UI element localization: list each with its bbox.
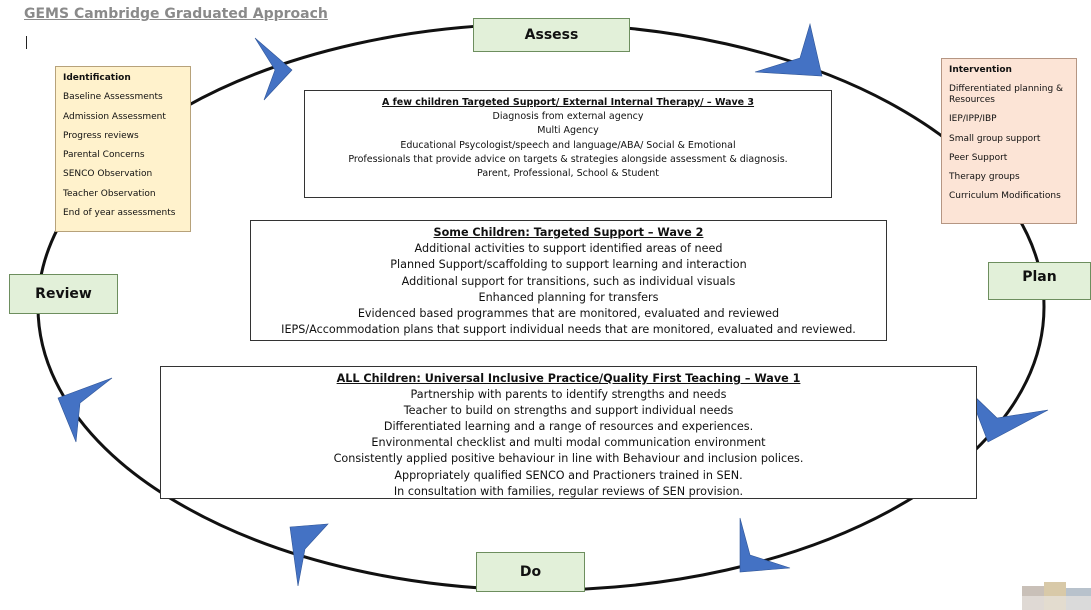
wave2-line: Evidenced based programmes that are moni… xyxy=(357,307,780,321)
stage-assess: Assess xyxy=(473,18,630,52)
wave3-line: Diagnosis from external agency xyxy=(492,111,644,123)
identification-box: Identification Baseline Assessments Admi… xyxy=(55,66,191,232)
arrow-right-icon xyxy=(967,389,1049,443)
wave2-line: Additional support for transitions, such… xyxy=(401,274,736,288)
intervention-box: Intervention Differentiated planning & R… xyxy=(941,58,1077,224)
identification-item: Baseline Assessments xyxy=(63,92,163,103)
identification-item: SENCO Observation xyxy=(63,169,153,180)
wave2-line: Planned Support/scaffolding to support l… xyxy=(390,258,747,272)
arrow-top-right-icon xyxy=(754,22,823,77)
text-cursor xyxy=(26,36,27,49)
intervention-item: Small group support xyxy=(949,133,1041,144)
wave1-line: Consistently applied positive behaviour … xyxy=(333,452,804,466)
wave1-line: Environmental checklist and multi modal … xyxy=(371,436,766,450)
identification-item: Teacher Observation xyxy=(63,188,156,199)
wave2-box: Some Children: Targeted Support – Wave 2… xyxy=(250,220,887,341)
wave1-line: Partnership with parents to identify str… xyxy=(410,388,727,402)
wave1-line: Appropriately qualified SENCO and Practi… xyxy=(394,468,743,482)
stage-do: Do xyxy=(476,552,585,592)
stage-review: Review xyxy=(9,274,118,314)
arrow-top-left-icon xyxy=(254,37,293,101)
arrow-left-icon xyxy=(57,377,113,443)
wave3-heading: A few children Targeted Support/ Externa… xyxy=(381,97,755,108)
wave3-line: Educational Psycologist/speech and langu… xyxy=(400,139,736,151)
intervention-item: Peer Support xyxy=(949,152,1008,163)
intervention-item: Therapy groups xyxy=(949,172,1020,183)
cambridge-logo-watermark xyxy=(1022,582,1091,610)
wave2-line: Enhanced planning for transfers xyxy=(478,290,659,304)
intervention-item: Differentiated planning & Resources xyxy=(949,84,1064,106)
identification-item: Parental Concerns xyxy=(63,150,145,161)
identification-item: End of year assessments xyxy=(63,208,176,219)
arrow-bottom-left-icon xyxy=(289,523,329,587)
stage-plan: Plan xyxy=(988,262,1091,300)
arrow-bottom-right-icon xyxy=(739,517,791,573)
identification-item: Admission Assessment xyxy=(63,111,166,122)
intervention-item: Curriculum Modifications xyxy=(949,191,1061,202)
wave1-box: ALL Children: Universal Inclusive Practi… xyxy=(160,366,977,499)
wave2-line: IEPS/Accommodation plans that support in… xyxy=(281,323,856,337)
wave3-line: Parent, Professional, School & Student xyxy=(477,168,659,180)
wave1-line: Teacher to build on strengths and suppor… xyxy=(403,404,734,418)
wave3-line: Professionals that provide advice on tar… xyxy=(348,153,788,165)
identification-heading: Identification xyxy=(63,73,131,83)
identification-item: Progress reviews xyxy=(63,130,139,141)
intervention-heading: Intervention xyxy=(949,65,1012,75)
wave2-line: Additional activities to support identif… xyxy=(414,242,723,256)
wave3-box: A few children Targeted Support/ Externa… xyxy=(304,90,832,198)
wave1-line: Differentiated learning and a range of r… xyxy=(383,420,754,434)
page-title: GEMS Cambridge Graduated Approach xyxy=(24,6,328,22)
wave1-line: In consultation with families, regular r… xyxy=(393,484,744,498)
wave1-heading: ALL Children: Universal Inclusive Practi… xyxy=(336,372,801,385)
wave3-line: Multi Agency xyxy=(537,125,599,137)
intervention-item: IEP/IPP/IBP xyxy=(949,114,997,125)
wave2-heading: Some Children: Targeted Support – Wave 2 xyxy=(433,226,704,239)
